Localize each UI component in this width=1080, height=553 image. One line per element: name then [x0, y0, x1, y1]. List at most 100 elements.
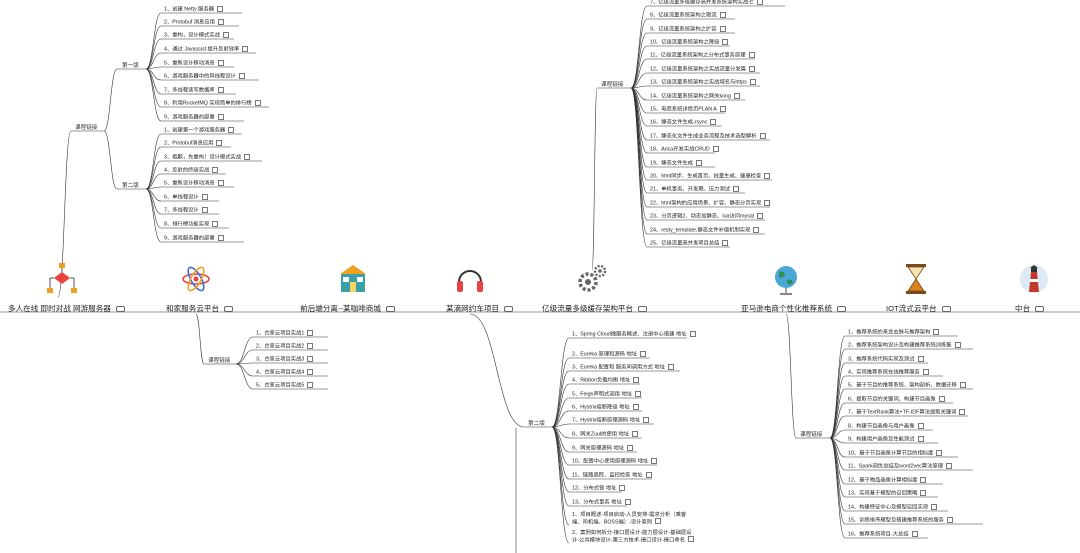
topic-link[interactable]: 17、静态化文件生成业务流程及技术选型解析	[650, 132, 766, 140]
topic-link[interactable]: 6、提取节目的关键词、构建节目画像	[848, 395, 945, 403]
external-link-icon[interactable]	[931, 503, 938, 510]
external-link-icon[interactable]	[753, 226, 760, 233]
external-link-icon[interactable]	[920, 489, 927, 496]
external-link-icon[interactable]	[756, 212, 763, 219]
project-node[interactable]: 某滴网约车项目	[446, 303, 514, 314]
branch-course-links[interactable]: 课程链接	[800, 432, 823, 438]
external-link-icon[interactable]	[633, 376, 640, 383]
external-link-icon[interactable]	[217, 234, 224, 241]
topic-link[interactable]: 11、链路追踪、监控检查 地址	[572, 471, 652, 479]
external-link-icon[interactable]	[756, 0, 763, 5]
external-link-icon[interactable]	[959, 381, 966, 388]
topic-link[interactable]: 11、Spark调优总结及word2vec算法原理	[848, 462, 952, 470]
topic-link[interactable]: 6、游戏服务器中的异线程设计	[164, 72, 245, 80]
topic-link[interactable]: 4、Ribbon负载均衡 地址	[572, 376, 640, 384]
external-link-icon[interactable]	[651, 457, 658, 464]
topic-link[interactable]: 5、合家云项目实战5	[256, 381, 314, 389]
external-link-icon[interactable]	[936, 449, 943, 456]
project-node[interactable]: 亿级流量多级缓存架构平台	[542, 303, 648, 314]
topic-link[interactable]: 18、Arica开发实战CRUD	[650, 145, 719, 153]
topic-link[interactable]: 1、项目概述-项目启动-人员安排-需求分析（乘客端、司机端、BOSS端）-设计原…	[572, 512, 694, 526]
topic-link[interactable]: 3、合家云项目实战3	[256, 355, 314, 363]
external-link-icon[interactable]	[917, 355, 924, 362]
external-link-icon[interactable]	[624, 498, 631, 505]
external-link-icon[interactable]	[695, 159, 702, 166]
topic-link[interactable]: 5、重新设计移动消息	[164, 59, 224, 67]
external-link-icon[interactable]	[748, 51, 755, 58]
external-link-icon[interactable]	[307, 329, 314, 336]
topic-link[interactable]: 13、分布式事务 地址	[572, 498, 631, 506]
topic-link[interactable]: 16、推荐系统项目-大总结	[848, 530, 918, 538]
external-link-icon[interactable]	[920, 476, 927, 483]
topic-link[interactable]: 8、排行榜功能实现	[164, 220, 219, 228]
external-link-icon[interactable]	[959, 408, 966, 415]
topic-link[interactable]: 6、单线程设计	[164, 193, 208, 201]
external-link-icon[interactable]	[719, 105, 726, 112]
topic-link[interactable]: 12、基于物品画像计算相似度	[848, 476, 927, 484]
topic-link[interactable]: 3、推荐系统代码实现及测试	[848, 355, 924, 363]
external-link-icon[interactable]	[201, 206, 208, 213]
topic-link[interactable]: 13、实现基于模型的召回策略	[848, 489, 927, 497]
external-link-icon[interactable]	[689, 330, 696, 337]
topic-link[interactable]: 9、游戏服务器的部署	[164, 113, 224, 121]
external-link-icon[interactable]	[217, 113, 224, 120]
topic-link[interactable]: 15、训练排序模型及搭建推荐系统的服务	[848, 516, 953, 524]
topic-link[interactable]: 7、亿级流量多级缓存高并发系统架构实战七	[650, 0, 763, 6]
external-link-icon[interactable]	[632, 430, 639, 437]
topic-link[interactable]: 14、亿级流量系统架构之网关kong	[650, 92, 740, 100]
external-link-icon[interactable]	[938, 395, 945, 402]
link-icon[interactable]	[115, 306, 125, 312]
topic-link[interactable]: 7、多线程设计	[164, 206, 208, 214]
topic-link[interactable]: 3、重构，设计模式实战	[164, 31, 229, 39]
external-link-icon[interactable]	[733, 185, 740, 192]
project-node[interactable]: 亚马逊电商个性化推荐系统	[741, 303, 847, 314]
topic-link[interactable]: 7、Hystrix熔断原理源码 地址	[572, 416, 650, 424]
branch-course-links[interactable]: 课程链接	[601, 82, 624, 88]
external-link-icon[interactable]	[722, 239, 729, 246]
topic-link[interactable]: 3、Eureka 配置和 服务间调用方式 地址	[572, 363, 675, 371]
topic-link[interactable]: 16、静态文件生成-rsync	[650, 118, 717, 126]
project-node[interactable]: 和家服务云平台	[166, 303, 234, 314]
external-link-icon[interactable]	[632, 403, 639, 410]
external-link-icon[interactable]	[242, 45, 249, 52]
topic-link[interactable]: 3、抱歉，先重构！设计模式实战	[164, 153, 251, 161]
project-node[interactable]: 中台	[1015, 303, 1045, 314]
topic-link[interactable]: 2、Protobuf 消息应用	[164, 18, 224, 26]
branch-version-1[interactable]: 第一版	[122, 63, 139, 69]
external-link-icon[interactable]	[688, 536, 694, 543]
external-link-icon[interactable]	[749, 78, 756, 85]
topic-link[interactable]: 2、推荐系统架构设计及构建推荐系统训练集	[848, 341, 961, 349]
topic-link[interactable]: 2、合家云项目实战2	[256, 342, 314, 350]
topic-link[interactable]: 10、配置中心使用原理源码 地址	[572, 457, 658, 465]
external-link-icon[interactable]	[945, 462, 952, 469]
topic-link[interactable]: 4、合家云项目实战4	[256, 368, 314, 376]
external-link-icon[interactable]	[228, 126, 235, 133]
external-link-icon[interactable]	[244, 153, 251, 160]
topic-link[interactable]: 10、基于节目画像计算节目的相似度	[848, 449, 943, 457]
external-link-icon[interactable]	[764, 172, 771, 179]
external-link-icon[interactable]	[719, 25, 726, 32]
external-link-icon[interactable]	[307, 355, 314, 362]
link-icon[interactable]	[941, 306, 951, 312]
topic-link[interactable]: 1、Spring Cloud微服务概述、注册中心搭建 地址	[572, 330, 696, 338]
topic-link[interactable]: 25、亿级流量高并发项目总结	[650, 239, 729, 247]
project-node[interactable]: 多人在线 即时对战 网游服务器	[8, 303, 125, 314]
external-link-icon[interactable]	[645, 471, 652, 478]
topic-link[interactable]: 9、游戏服务器的部署	[164, 234, 224, 242]
topic-link[interactable]: 12、亿级流量系统架构之实战流量分发篇	[650, 65, 755, 73]
topic-link[interactable]: 9、网关原理源码 地址	[572, 444, 634, 452]
external-link-icon[interactable]	[655, 518, 662, 525]
external-link-icon[interactable]	[933, 328, 940, 335]
topic-link[interactable]: 6、Hystrix熔断降级 地址	[572, 403, 639, 411]
external-link-icon[interactable]	[759, 132, 766, 139]
topic-link[interactable]: 8、网关Zuul的使用 地址	[572, 430, 639, 438]
topic-link[interactable]: 22、html架构的应用场景、扩容、静态分页实现	[650, 199, 771, 207]
topic-link[interactable]: 4、实现推荐系统在线推荐服务	[848, 368, 929, 376]
external-link-icon[interactable]	[212, 220, 219, 227]
link-icon[interactable]	[1035, 306, 1045, 312]
branch-version-2[interactable]: 第二版	[122, 183, 139, 189]
external-link-icon[interactable]	[911, 530, 918, 537]
link-icon[interactable]	[638, 306, 648, 312]
topic-link[interactable]: 5、重新设计移动消息	[164, 179, 224, 187]
external-link-icon[interactable]	[217, 86, 224, 93]
